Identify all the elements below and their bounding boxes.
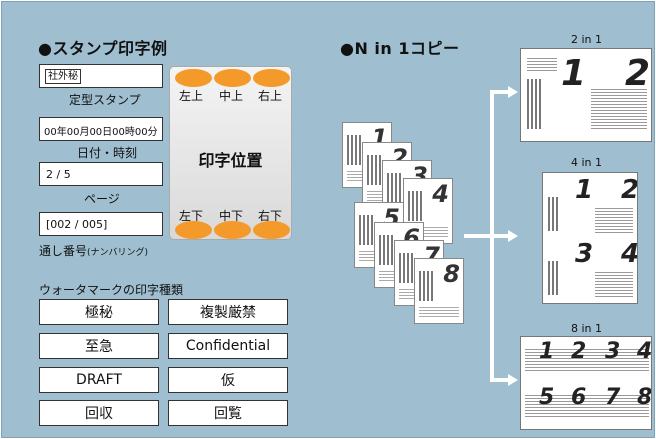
position-marker-bottom-left [175, 221, 212, 239]
source-page: 4 [403, 178, 453, 244]
arrow-stem [464, 234, 492, 238]
watermark-option: 極秘 [39, 299, 159, 325]
page-box: 2 / 5 [39, 162, 163, 186]
datetime-value: 00年00月00日00時00分 [44, 127, 158, 138]
result-page-number: 2 [625, 53, 651, 94]
datetime-box: 00年00月00日00時00分 [39, 117, 163, 141]
result-label-2in1: 2 in 1 [571, 33, 603, 46]
serial-box: [002 / 005] [39, 212, 163, 236]
position-label-bottom-center: 中下 [219, 209, 244, 223]
arrow-to-2in1 [490, 90, 510, 94]
watermark-section-title: ウォータマークの印字種類 [39, 283, 184, 297]
serial-value: [002 / 005] [46, 218, 108, 231]
result-page-number: 7 [605, 385, 621, 410]
result-page-number: 3 [605, 339, 621, 364]
source-page: 8 [414, 258, 464, 324]
result-label-4in1: 4 in 1 [571, 156, 603, 169]
arrow-head-2in1 [508, 86, 518, 98]
watermark-option: 至急 [39, 333, 159, 359]
result-label-8in1: 8 in 1 [571, 322, 603, 335]
position-marker-top-center [214, 69, 251, 87]
position-label-bottom-right: 右下 [258, 209, 283, 223]
position-marker-bottom-right [253, 221, 290, 239]
position-label-top-right: 右上 [258, 89, 283, 103]
source-page-number: 4 [432, 180, 449, 208]
stamp-section-title: ●スタンプ印字例 [38, 39, 168, 58]
result-page-number: 1 [539, 339, 555, 364]
arrow-to-8in1 [490, 378, 510, 382]
source-page-number: 8 [443, 260, 460, 288]
fixed-stamp-label: 定型スタンプ [69, 93, 141, 107]
arrow-head-8in1 [508, 374, 518, 386]
datetime-label: 日付・時刻 [77, 146, 138, 160]
result-page-8in1: 1 2 3 4 5 6 7 8 [520, 336, 652, 430]
position-marker-top-right [253, 69, 290, 87]
result-page-number: 3 [575, 239, 594, 269]
watermark-option: 回収 [39, 400, 159, 426]
position-label-top-center: 中上 [219, 89, 244, 103]
result-page-number: 4 [621, 239, 638, 269]
position-marker-bottom-center [214, 221, 251, 239]
page-value: 2 / 5 [46, 168, 71, 181]
result-page-number: 8 [637, 385, 652, 410]
position-marker-top-left [175, 69, 212, 87]
result-page-number: 5 [539, 385, 555, 410]
result-page-number: 6 [571, 385, 587, 410]
result-page-4in1: 1 2 3 4 [542, 172, 638, 304]
position-label-bottom-left: 左下 [179, 209, 204, 223]
position-center-label: 印字位置 [198, 151, 263, 170]
watermark-option: 複製厳禁 [168, 299, 288, 325]
stamp-position-diagram: 左上 中上 右上 印字位置 左下 中下 右下 [169, 66, 292, 240]
fixed-stamp-value: 社外秘 [45, 69, 81, 84]
arrow-to-4in1 [490, 234, 510, 238]
result-page-2in1: 1 2 [520, 48, 652, 142]
serial-label-sub: (ナンバリング) [87, 248, 149, 258]
watermark-option: Confidential [168, 333, 288, 359]
result-page-number: 4 [637, 339, 652, 364]
serial-label: 通し番号(ナンバリング) [39, 242, 148, 259]
arrow-head-4in1 [508, 230, 518, 242]
nin1-section-title: ●N in 1コピー [340, 39, 460, 58]
result-page-number: 1 [575, 175, 594, 205]
watermark-option: 回覧 [168, 400, 288, 426]
result-page-number: 1 [561, 53, 587, 94]
watermark-option: DRAFT [39, 367, 159, 393]
page-label: ページ [84, 192, 120, 206]
watermark-option: 仮 [168, 367, 288, 393]
serial-label-main: 通し番号 [39, 244, 88, 258]
result-page-number: 2 [621, 175, 638, 205]
result-page-number: 2 [571, 339, 587, 364]
fixed-stamp-box: 社外秘 [39, 64, 163, 88]
position-label-top-left: 左上 [179, 89, 204, 103]
